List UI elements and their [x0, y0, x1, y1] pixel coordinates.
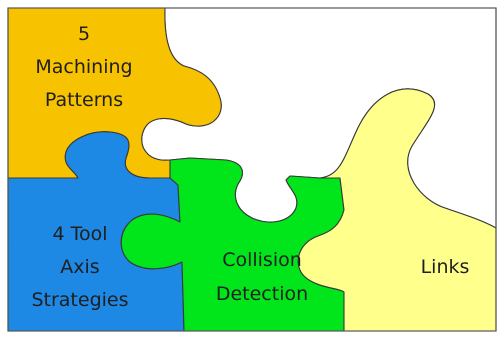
label-line: Links	[421, 256, 470, 278]
label-links: Links	[421, 256, 470, 278]
label-line: Patterns	[45, 89, 123, 111]
diagram-border	[7, 7, 497, 332]
label-line: Machining	[35, 56, 132, 78]
label-line: 5	[78, 23, 90, 45]
puzzle-piece-links	[297, 88, 497, 332]
label-machining-patterns: 5 Machining Patterns	[35, 23, 132, 111]
label-line: Strategies	[31, 289, 128, 311]
label-line: Collision	[222, 249, 302, 271]
label-line: 4 Tool	[52, 223, 107, 245]
label-tool-axis-strategies: 4 Tool Axis Strategies	[31, 223, 128, 311]
label-line: Axis	[60, 256, 99, 278]
label-line: Detection	[216, 283, 308, 305]
label-collision-detection: Collision Detection	[216, 249, 308, 305]
